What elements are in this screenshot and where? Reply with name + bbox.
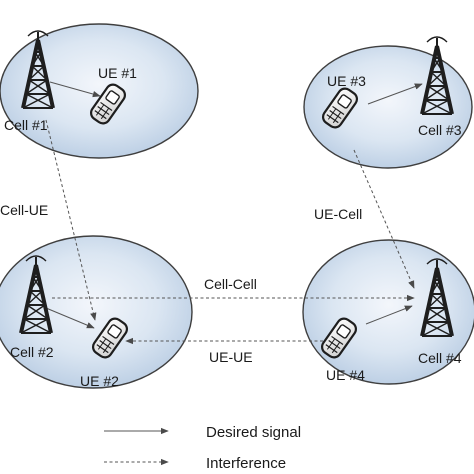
ue-cell-label: UE-Cell — [314, 206, 362, 222]
ue-ue-label: UE-UE — [209, 349, 253, 365]
ue-1-label: UE #1 — [98, 65, 137, 81]
ue-2-label: UE #2 — [80, 373, 119, 389]
ue-4-label: UE #4 — [326, 367, 365, 383]
desired-arrow-ue4-cell4 — [365, 305, 413, 325]
cell-cell-label: Cell-Cell — [204, 276, 257, 292]
legend-interference-label: Interference — [206, 455, 286, 472]
legend-desired-label: Desired signal — [206, 424, 301, 441]
cell-1-label: Cell #1 — [4, 117, 48, 133]
cell-area-4 — [302, 239, 474, 385]
cell-ue-label: Cell-UE — [0, 202, 48, 218]
cell-3-label: Cell #3 — [418, 122, 462, 138]
desired-arrow-ue3-cell3 — [367, 83, 423, 105]
legend: Desired signal Interference — [104, 424, 301, 472]
cell-4-label: Cell #4 — [418, 350, 462, 366]
cell-area-2 — [0, 235, 193, 389]
desired-arrow-cell1-ue1 — [49, 81, 101, 98]
cell-2-label: Cell #2 — [10, 344, 54, 360]
desired-arrow-cell2-ue2 — [45, 307, 95, 329]
ue-3-label: UE #3 — [327, 73, 366, 89]
interference-arrow-cell-ue — [45, 119, 97, 321]
